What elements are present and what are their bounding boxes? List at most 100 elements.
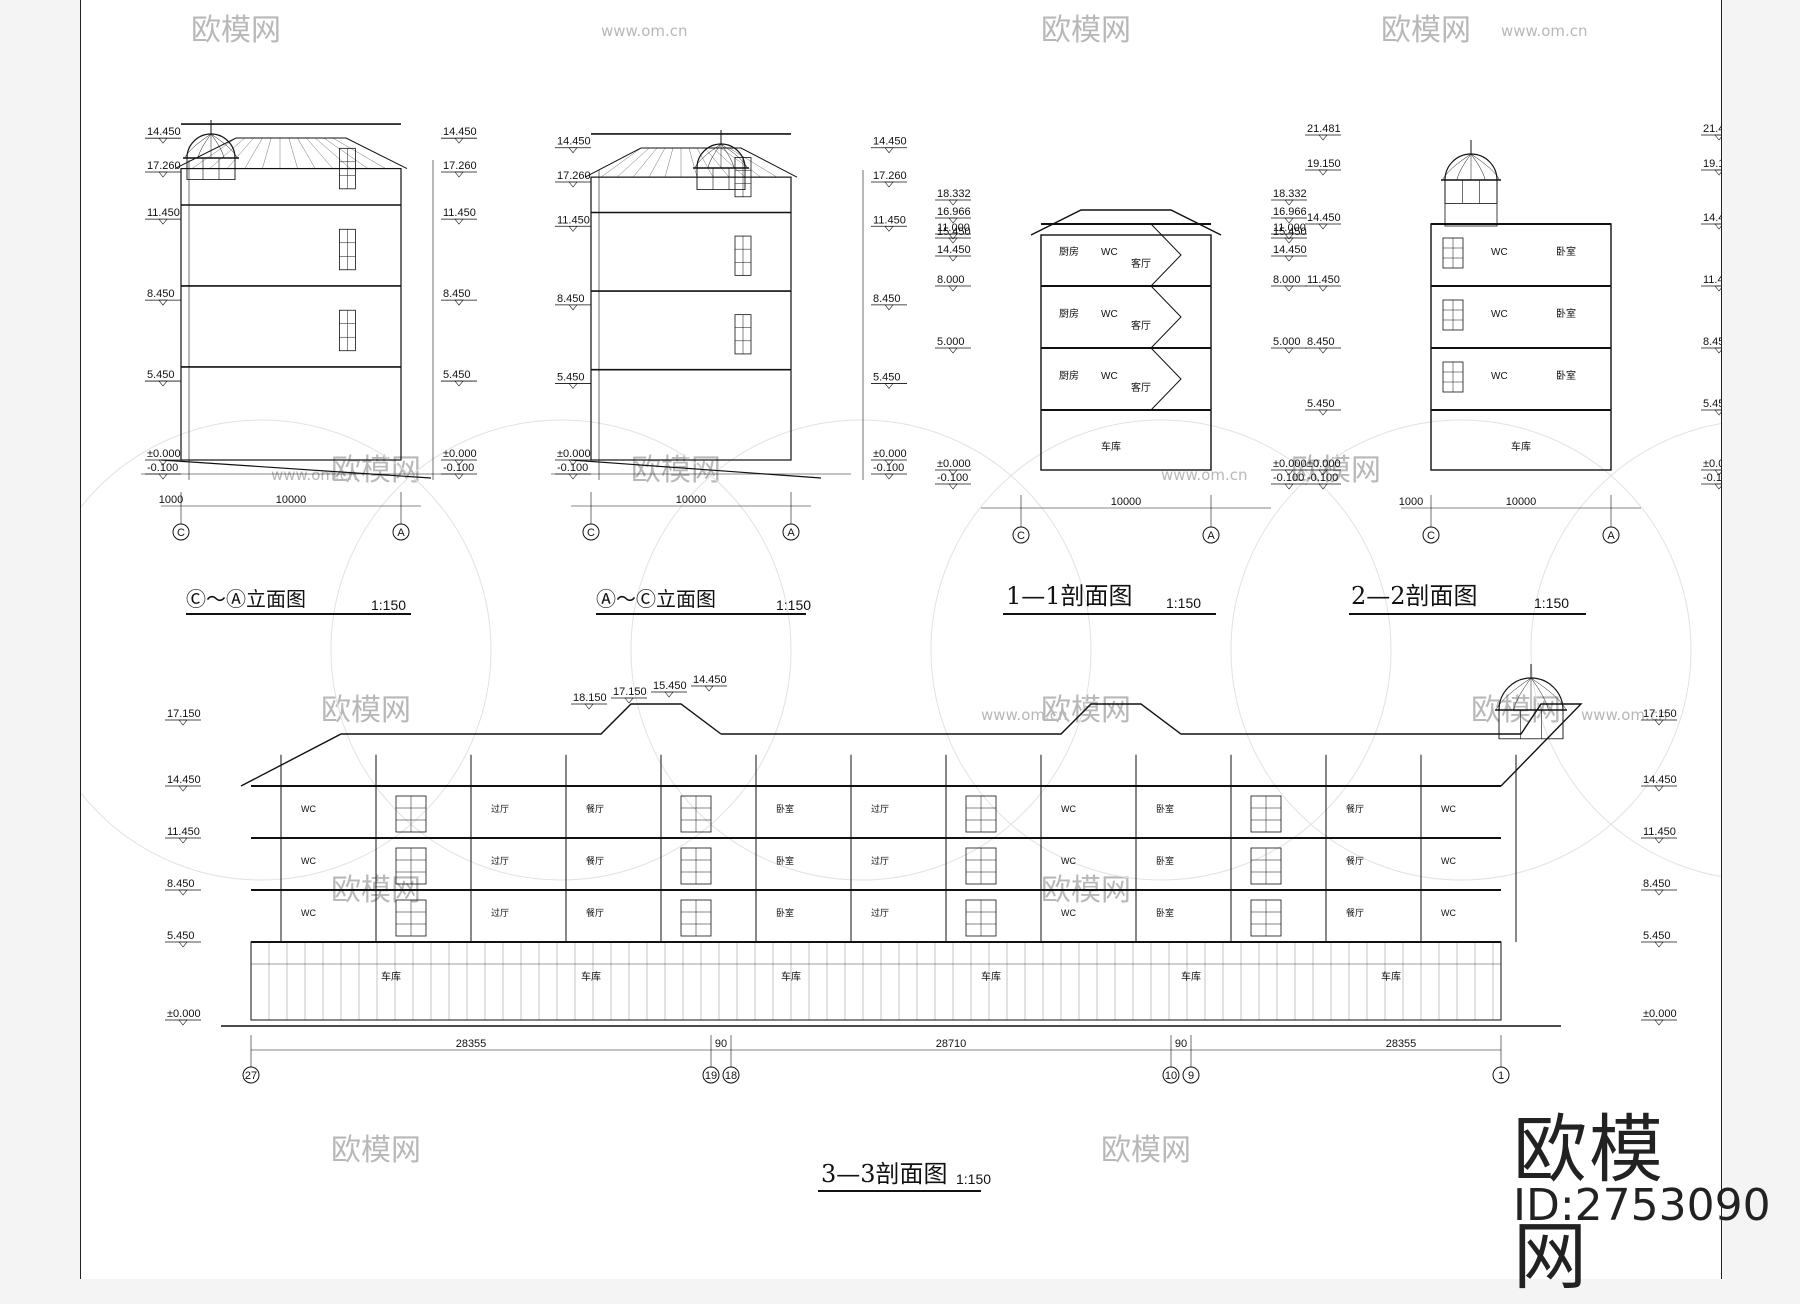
level-mark: -0.100 bbox=[1701, 472, 1721, 490]
level-value: 8.000 bbox=[1273, 274, 1301, 286]
level-value: 11.450 bbox=[557, 214, 590, 226]
axis-bubble: A bbox=[1202, 495, 1220, 544]
level-mark: 8.450 bbox=[555, 293, 591, 311]
room-label: 卧室 bbox=[1156, 803, 1174, 814]
axis-bubble: C bbox=[1012, 495, 1030, 544]
room-label: WC bbox=[1441, 908, 1456, 918]
room-label: 客厅 bbox=[1131, 257, 1151, 270]
window bbox=[734, 235, 752, 276]
axis-bubble: A bbox=[782, 492, 800, 541]
level-mark: 19.150 bbox=[1305, 158, 1341, 176]
level-mark: 8.450 bbox=[871, 293, 907, 311]
level-value: 17.150 bbox=[167, 708, 201, 720]
room-label: WC bbox=[1491, 309, 1508, 320]
drawing-title: 1—1剖面图 bbox=[1006, 582, 1133, 610]
level-value: 5.450 bbox=[873, 371, 901, 383]
level-mark: 16.966 bbox=[1271, 206, 1307, 224]
title-section-3-3: 3—3剖面图 1:150 bbox=[818, 1160, 991, 1192]
drawing-scale: 1:150 bbox=[776, 597, 811, 613]
room-label: 厨房 bbox=[1059, 307, 1079, 320]
window bbox=[395, 847, 427, 885]
level-value: 19.150 bbox=[1703, 158, 1721, 170]
dimension: 1000 bbox=[159, 494, 183, 506]
level-mark: -0.100 bbox=[441, 462, 477, 480]
level-mark: 14.450 bbox=[1305, 212, 1341, 230]
watermark-url: www.om.cn bbox=[601, 22, 688, 40]
room-label: 卧室 bbox=[776, 907, 794, 918]
level-mark: 14.450 bbox=[871, 136, 907, 154]
room-label: 车库 bbox=[1181, 970, 1201, 983]
level-value: 5.450 bbox=[1703, 398, 1721, 410]
watermark-text: 欧模网 bbox=[331, 453, 421, 488]
level-mark: 14.450 bbox=[145, 126, 181, 144]
room-label: 餐厅 bbox=[586, 803, 604, 814]
level-value: -0.100 bbox=[147, 462, 178, 474]
window bbox=[680, 847, 712, 885]
level-value: 11.450 bbox=[1643, 826, 1676, 838]
level-value: 11.000 bbox=[937, 222, 970, 234]
level-value: ±0.000 bbox=[1307, 458, 1341, 470]
level-value: -0.100 bbox=[873, 462, 904, 474]
drawing-scale: 1:150 bbox=[1166, 595, 1201, 611]
room-label: 客厅 bbox=[1131, 319, 1151, 332]
level-value: 14.450 bbox=[147, 126, 181, 138]
axis-label: 18 bbox=[725, 1070, 737, 1082]
room-label: 餐厅 bbox=[586, 855, 604, 866]
level-value: 8.450 bbox=[1643, 878, 1671, 890]
axis-bubble: A bbox=[392, 492, 410, 541]
level-mark: 11.450 bbox=[1305, 274, 1341, 292]
level-value: 8.450 bbox=[147, 288, 175, 300]
watermark-text: 欧模网 bbox=[191, 13, 281, 48]
level-mark: 8.000 bbox=[1271, 274, 1307, 292]
level-value: 15.450 bbox=[937, 226, 971, 238]
level-value: 5.000 bbox=[1273, 336, 1301, 348]
level-mark: 15.450 bbox=[1271, 226, 1307, 244]
room-label: 车库 bbox=[381, 970, 401, 983]
axis-label: C bbox=[587, 527, 595, 539]
window bbox=[1442, 361, 1464, 393]
level-value: 17.150 bbox=[1643, 708, 1677, 720]
room-label: 卧室 bbox=[1556, 307, 1576, 320]
axis-label: A bbox=[787, 527, 795, 539]
room-label: 客厅 bbox=[1131, 381, 1151, 394]
level-value: 8.450 bbox=[873, 293, 901, 305]
level-value: 21.481 bbox=[1307, 123, 1341, 135]
room-label: WC bbox=[1061, 856, 1076, 866]
watermark-text: 欧模网 bbox=[331, 1133, 421, 1168]
room-label: 车库 bbox=[1511, 440, 1531, 453]
level-mark: 8.450 bbox=[1701, 336, 1721, 354]
level-mark: 14.450 bbox=[555, 136, 591, 154]
level-mark: 11.450 bbox=[441, 207, 477, 225]
level-mark: 14.450 bbox=[691, 674, 727, 692]
level-mark: ±0.000 bbox=[871, 448, 907, 466]
dome bbox=[1441, 140, 1501, 204]
window bbox=[734, 314, 752, 355]
dimension: 10000 bbox=[1111, 496, 1142, 508]
room-label: WC bbox=[1061, 804, 1076, 814]
level-value: 8.450 bbox=[1307, 336, 1335, 348]
brand-id: ID:2753090 bbox=[1513, 1180, 1771, 1231]
level-mark: 11.000 bbox=[935, 222, 971, 240]
dimension: 1000 bbox=[1399, 496, 1423, 508]
level-mark: 17.260 bbox=[555, 170, 591, 188]
dimension: 10000 bbox=[276, 494, 307, 506]
level-mark: 5.450 bbox=[145, 369, 181, 387]
level-value: 11.450 bbox=[873, 214, 906, 226]
level-value: 15.450 bbox=[1273, 226, 1307, 238]
watermark-ring bbox=[1230, 419, 1692, 881]
level-value: 14.450 bbox=[693, 674, 727, 686]
room-label: 厨房 bbox=[1059, 369, 1079, 382]
section-2-2: WC卧室WC卧室WC卧室车库21.48121.48119.15019.15014… bbox=[1305, 123, 1721, 544]
level-value: 18.150 bbox=[573, 692, 607, 704]
level-value: 21.481 bbox=[1703, 123, 1721, 135]
level-mark: 14.450 bbox=[1641, 774, 1677, 792]
drawing-title: Ⓐ～Ⓒ立面图 bbox=[596, 587, 716, 611]
watermark-text: 欧模网 bbox=[1101, 1133, 1191, 1168]
axis-bubble: C bbox=[582, 492, 600, 541]
level-value: 11.450 bbox=[1307, 274, 1340, 286]
dimension: 10000 bbox=[1506, 496, 1537, 508]
room-label: 车库 bbox=[1101, 440, 1121, 453]
level-mark: 15.450 bbox=[651, 680, 687, 698]
room-label: WC bbox=[1061, 908, 1076, 918]
title-section-1-1: 1—1剖面图 1:150 bbox=[1003, 582, 1216, 615]
